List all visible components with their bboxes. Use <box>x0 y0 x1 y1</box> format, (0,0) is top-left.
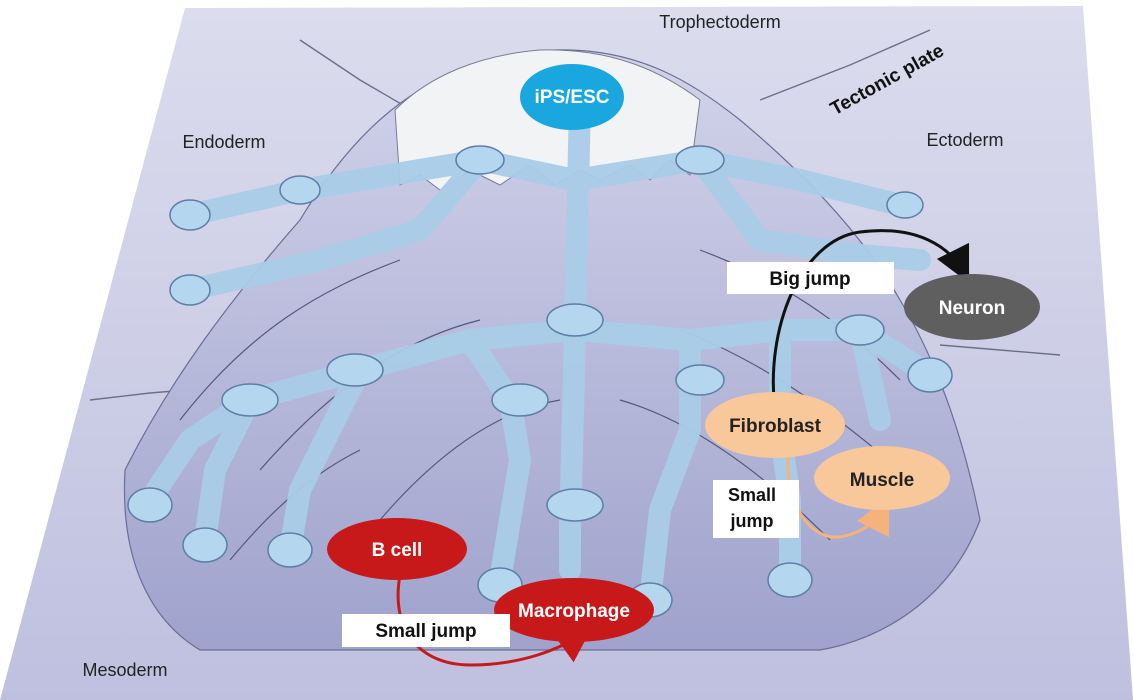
macrophage-label: Macrophage <box>518 601 630 622</box>
neuron-label: Neuron <box>939 298 1006 319</box>
label-trophectoderm: Trophectoderm <box>659 12 780 32</box>
label-mesoderm: Mesoderm <box>82 660 167 680</box>
small-jump-label-mid-2: jump <box>730 511 774 531</box>
label-endoderm: Endoderm <box>182 132 265 152</box>
fibroblast-label: Fibroblast <box>729 416 822 437</box>
small-jump-label-bottom: Small jump <box>375 621 476 642</box>
label-ectoderm: Ectoderm <box>926 130 1003 150</box>
stem-cell-label: iPS/ESC <box>535 87 610 108</box>
small-jump-label-mid-1: Small <box>728 485 776 505</box>
muscle-label: Muscle <box>850 470 914 491</box>
bcell-label: B cell <box>372 540 423 561</box>
big-jump-label: Big jump <box>769 269 850 290</box>
